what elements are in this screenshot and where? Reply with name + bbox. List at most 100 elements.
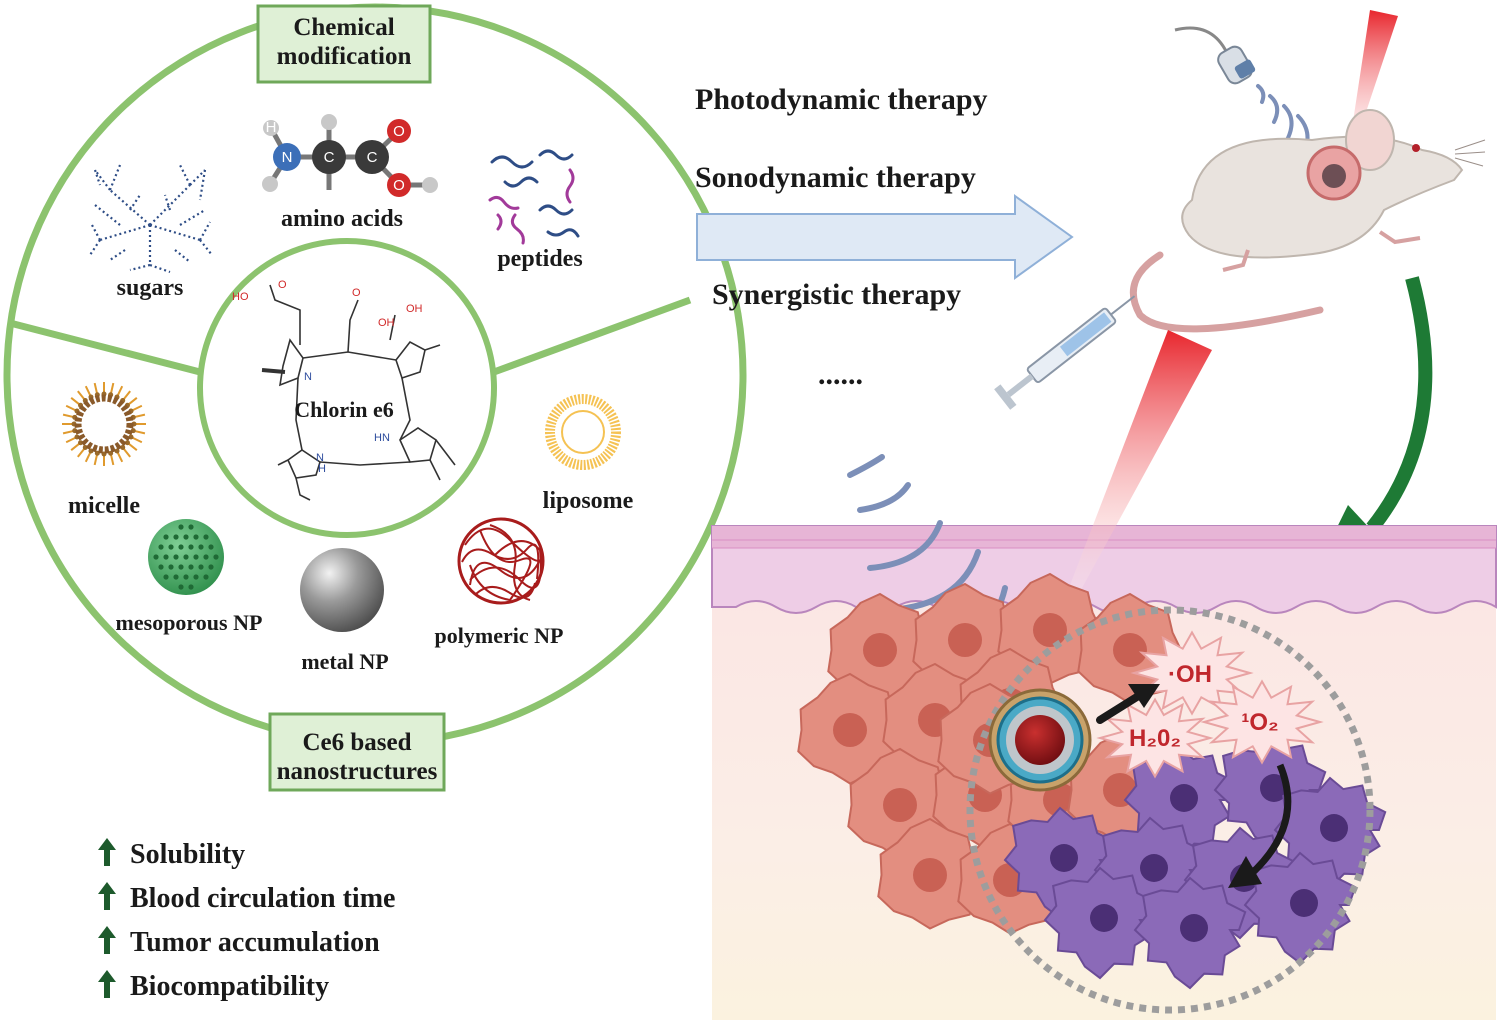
pore-dot <box>168 544 174 550</box>
dead-nucleus <box>1320 814 1348 842</box>
mouse-scene <box>994 10 1486 562</box>
ce6-label-n1: N <box>304 371 312 383</box>
pore-dot <box>188 564 194 570</box>
benefits-list: Solubility Blood circulation time Tumor … <box>98 838 395 1002</box>
atom-o1: O <box>393 123 405 140</box>
right-arrow-icon <box>696 194 1074 280</box>
polymeric-np-icon <box>457 517 545 605</box>
pore-dot <box>183 554 189 560</box>
dead-nucleus <box>1260 774 1288 802</box>
pore-dot <box>178 564 184 570</box>
pore-dot <box>213 554 219 560</box>
pore-dot <box>188 584 194 590</box>
singlet-oxygen-burst: ¹O₂ <box>1200 679 1324 765</box>
tumor-nucleus <box>1113 633 1147 667</box>
pore-dot <box>198 544 204 550</box>
laser-beam-top <box>1352 10 1398 130</box>
inner-ring <box>197 238 497 538</box>
pore-dot <box>158 564 164 570</box>
ce6-label-h: H <box>318 463 326 475</box>
reaction-zone <box>966 606 1374 1014</box>
dead-nucleus <box>1090 904 1118 932</box>
box-line-1: Chemical <box>293 14 394 41</box>
ce6-label-oh1: OH <box>406 303 423 315</box>
pore-dot <box>163 554 169 560</box>
dead-nucleus <box>1180 914 1208 942</box>
pore-dot <box>188 544 194 550</box>
dead-nucleus <box>1140 854 1168 882</box>
pore-dot <box>163 574 169 580</box>
up-arrow-icon <box>98 926 116 954</box>
label-polymeric-np: polymeric NP <box>435 623 564 648</box>
pore-dot <box>203 534 209 540</box>
release-arrow-icon <box>1096 691 1144 724</box>
nanoparticle-icon <box>988 688 1092 792</box>
box-line-2: modification <box>277 43 412 70</box>
pore-dot <box>208 544 214 550</box>
peptides-icon <box>488 149 580 245</box>
label-peptides: peptides <box>497 246 582 272</box>
ultrasound-probe-icon <box>1174 26 1256 85</box>
pore-dot <box>193 554 199 560</box>
therapy-sonodynamic: Sonodynamic therapy <box>695 161 976 194</box>
micelle-icon <box>62 382 146 466</box>
atom-o2: O <box>393 177 405 194</box>
box-line-1: Ce6 based <box>302 729 411 756</box>
tissue-scene: ·OH H₂0₂ ¹O₂ <box>711 330 1497 1020</box>
pore-dot <box>183 534 189 540</box>
benefit-item: Biocompatibility <box>98 970 329 1002</box>
pore-dot <box>163 534 169 540</box>
micelle-head <box>124 440 130 446</box>
up-arrow-icon <box>98 882 116 910</box>
ros-h2o2: H₂0₂ <box>1129 725 1181 752</box>
ce6-label-n2: N <box>316 452 324 464</box>
box-line-2: nanostructures <box>277 758 438 785</box>
label-mesoporous-np: mesoporous NP <box>116 610 263 635</box>
up-arrow-icon <box>98 838 116 866</box>
pore-dot <box>203 574 209 580</box>
dead-nucleus <box>1050 844 1078 872</box>
pore-dot <box>178 524 184 530</box>
dead-nucleus <box>1170 784 1198 812</box>
therapy-synergistic: Synergistic therapy <box>712 278 961 311</box>
pore-dot <box>158 544 164 550</box>
benefit-item: Solubility <box>98 838 245 870</box>
mouse-icon <box>1129 109 1486 333</box>
left-panel: Chemical modification Ce6 based nanostru… <box>3 3 747 792</box>
chemical-modification-box: Chemical modification <box>256 4 432 84</box>
atom-c1: C <box>324 149 335 166</box>
kill-arrow-head <box>1228 856 1262 888</box>
pore-dot <box>178 544 184 550</box>
pore-dot <box>208 564 214 570</box>
benefit-item: Blood circulation time <box>98 882 395 914</box>
pore-dot <box>178 584 184 590</box>
ce6-label-ho: HO <box>232 291 249 303</box>
ce6-label-hn: HN <box>374 432 390 444</box>
kill-arrow-icon <box>1247 763 1292 878</box>
atom-h: H <box>266 119 277 136</box>
therapy-list: Photodynamic therapy Sonodynamic therapy… <box>695 83 1074 391</box>
pore-dot <box>173 534 179 540</box>
curve-arrow-icon <box>1366 276 1433 533</box>
pore-dot <box>193 574 199 580</box>
ce6-atom-labels: HO O O OH OH N N HN H <box>232 279 423 475</box>
ce6-label-oh2: OH <box>378 317 395 329</box>
micelle-head <box>120 444 126 450</box>
benefit-text: Blood circulation time <box>130 883 395 914</box>
sugars-icon <box>89 164 213 274</box>
tumor-nucleus <box>863 633 897 667</box>
mesoporous-np-icon <box>148 519 224 595</box>
benefit-text: Solubility <box>130 839 245 870</box>
laser-beam-bottom <box>1062 330 1212 610</box>
ros-singlet-oxygen: ¹O₂ <box>1241 709 1278 736</box>
pore-dot <box>193 534 199 540</box>
ce6-label-o2: O <box>352 287 361 299</box>
syringe-icon <box>994 295 1136 410</box>
tumor-nucleus <box>883 788 917 822</box>
pore-dot <box>173 574 179 580</box>
tumor-nucleus <box>833 713 867 747</box>
atom-c2: C <box>367 149 378 166</box>
amino-acid-icon: N C C O O H <box>262 114 438 197</box>
pore-dot <box>203 554 209 560</box>
